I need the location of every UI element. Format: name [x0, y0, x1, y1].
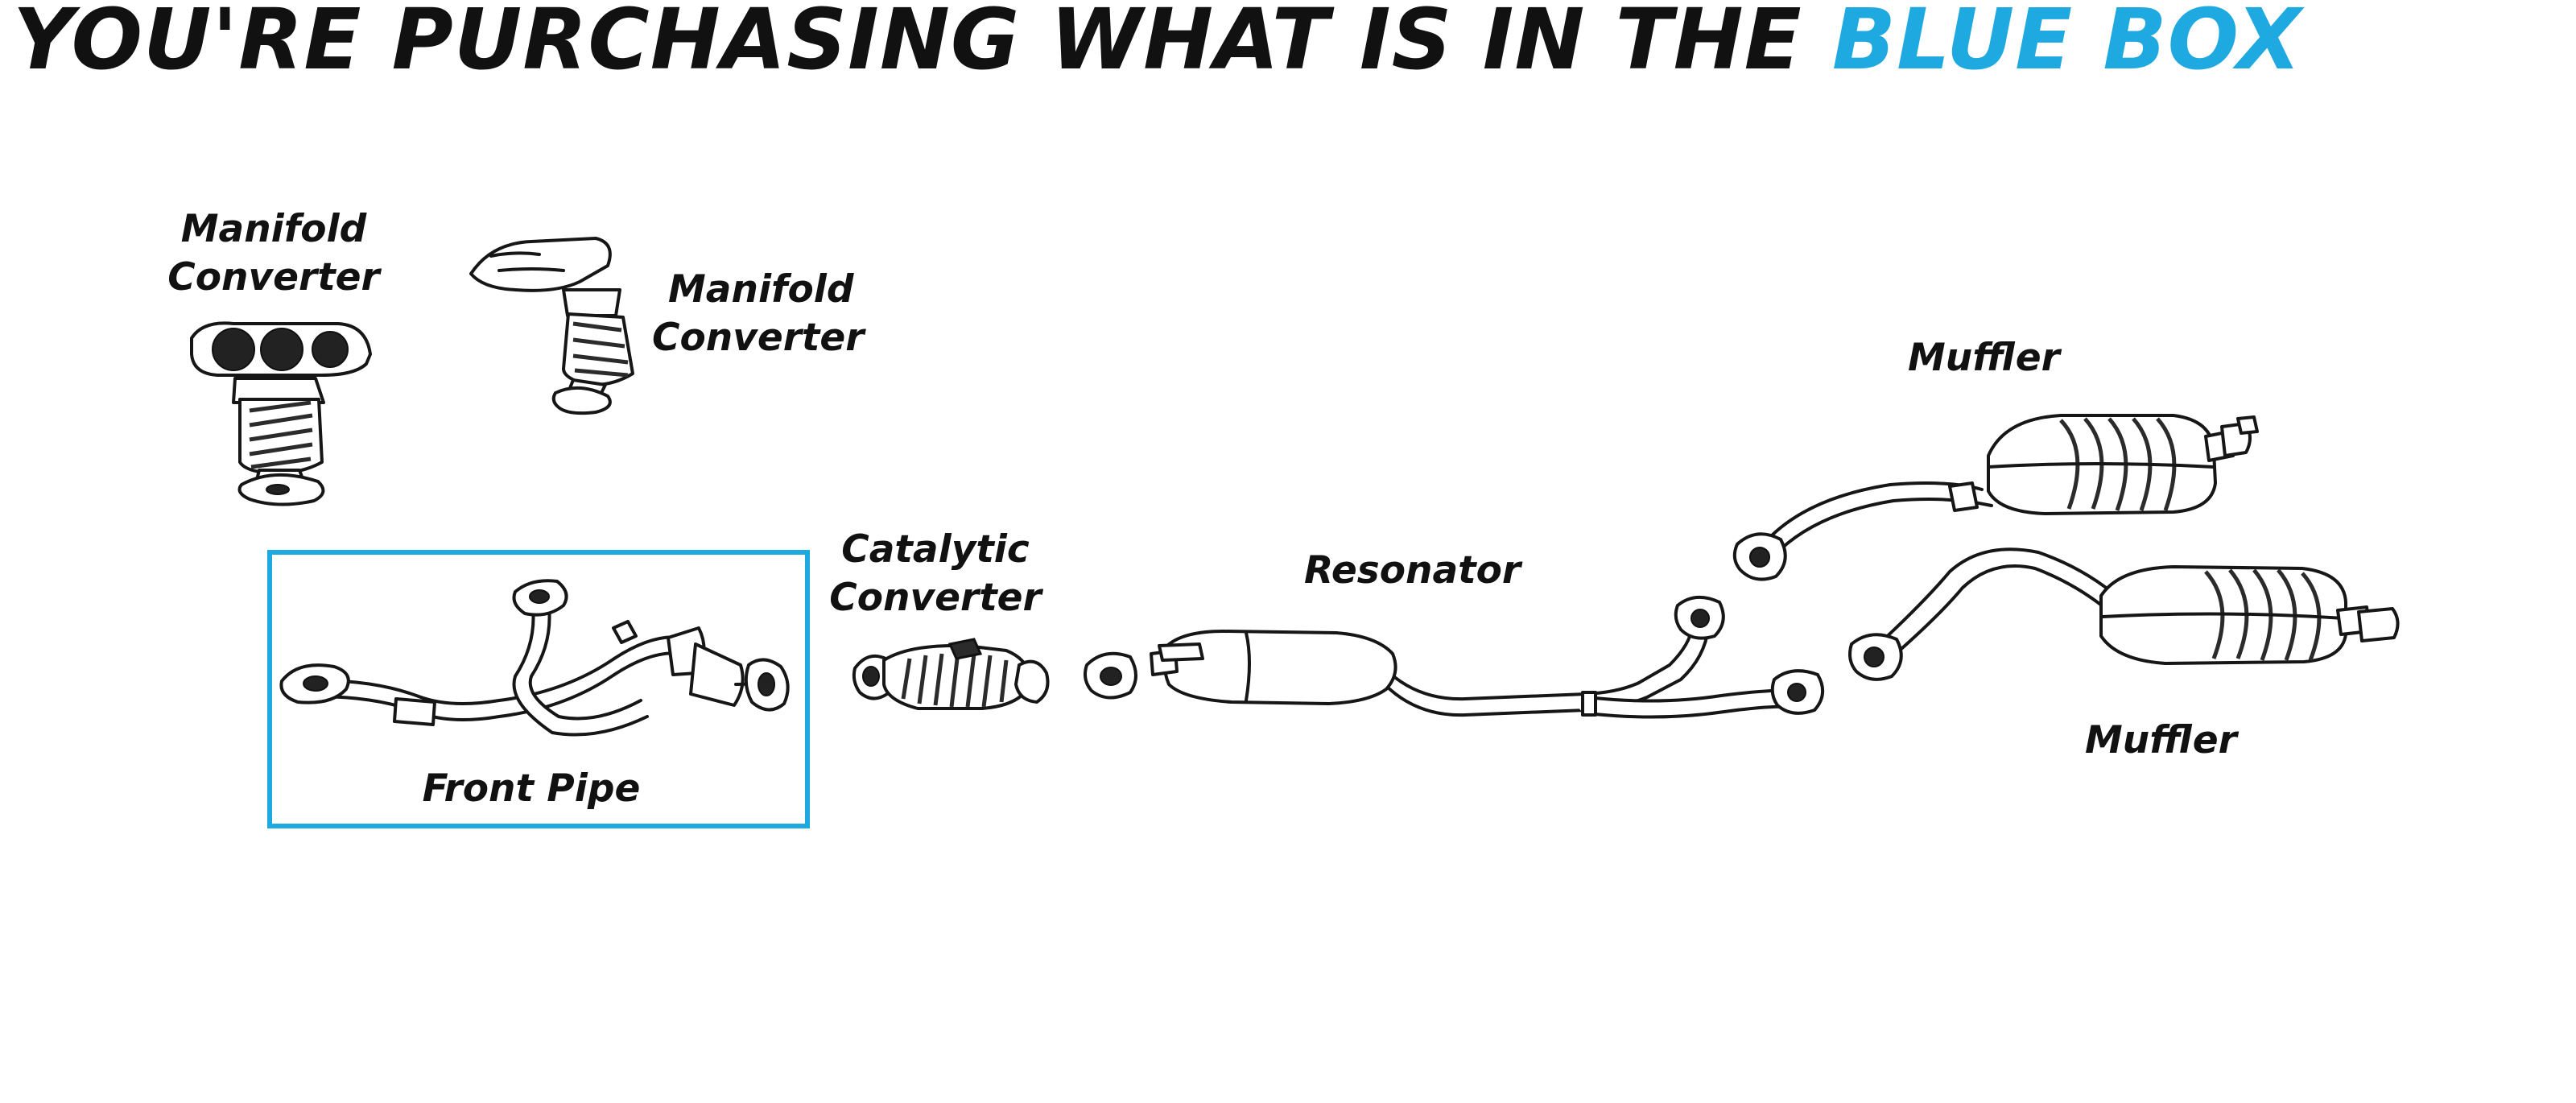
label-manifold-converter-right-line1: Manifold [668, 267, 855, 312]
label-catalytic-converter-line1: Catalytic [841, 527, 1030, 572]
label-muffler-top: Muffler [1908, 336, 2062, 380]
headline: YOU'RE PURCHASING WHAT IS IN THE BLUE BO… [13, 0, 2573, 84]
muffler-top [1732, 414, 2259, 581]
manifold-converter-right [469, 237, 634, 415]
muffler-bottom [1848, 547, 2400, 681]
label-manifold-converter-right-line2: Converter [652, 316, 866, 360]
manifold-converter-left [190, 321, 372, 506]
catalytic-converter [852, 638, 1050, 710]
label-front-pipe: Front Pipe [423, 766, 641, 811]
label-muffler-bottom: Muffler [2085, 718, 2240, 762]
headline-prefix: YOU'RE PURCHASING WHAT IS IN THE [13, 0, 1832, 89]
label-manifold-converter-left-line2: Converter [167, 255, 382, 300]
resonator [1084, 596, 1824, 719]
headline-accent: BLUE BOX [1831, 0, 2302, 89]
label-catalytic-converter-line2: Converter [829, 576, 1043, 620]
label-resonator: Resonator [1304, 548, 1523, 593]
front-pipe [279, 579, 790, 737]
label-manifold-converter-left-line1: Manifold [181, 207, 368, 251]
highlight-box [267, 550, 810, 828]
